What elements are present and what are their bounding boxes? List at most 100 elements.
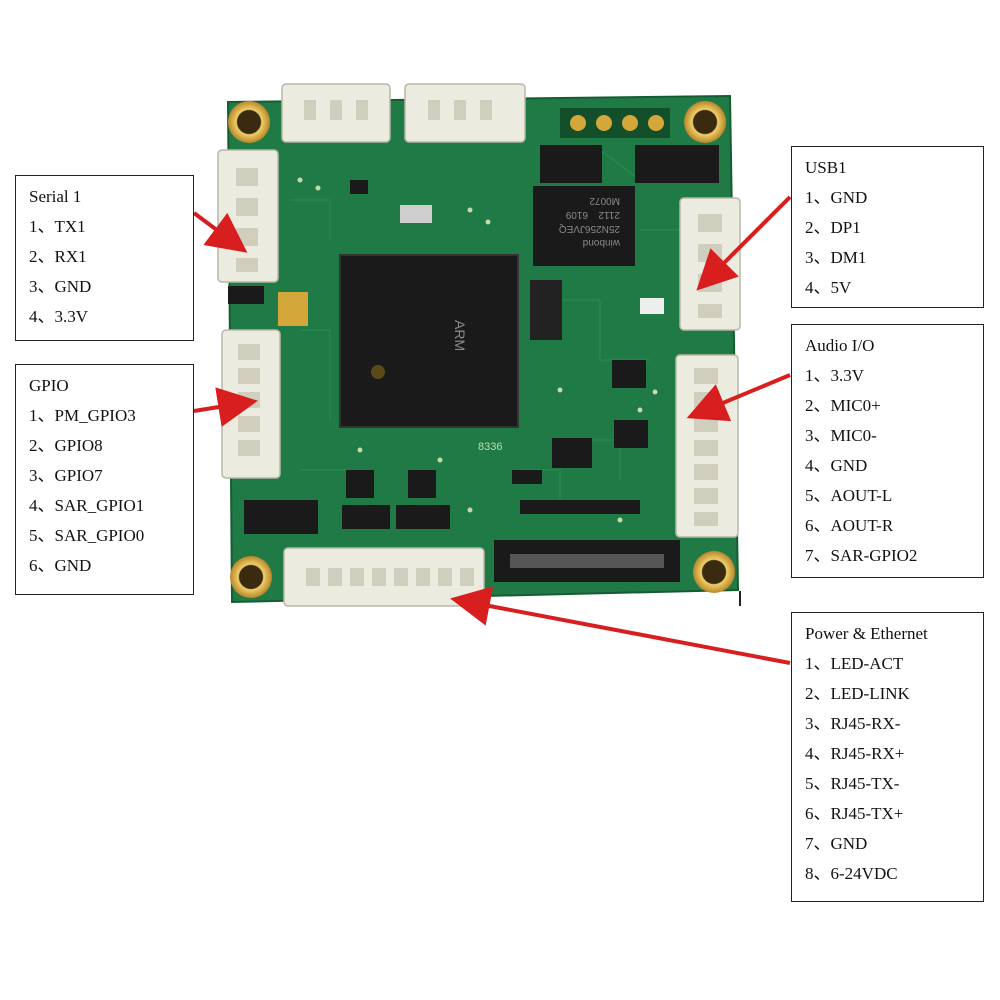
pin-item: 1、TX1 (29, 212, 183, 242)
pin-number: 7、 (805, 546, 831, 565)
pin-item: 3、RJ45-RX- (805, 709, 973, 739)
soc-chip: ARM (339, 254, 519, 428)
via-dots (297, 177, 658, 523)
pin-name: 6-24VDC (830, 864, 898, 883)
pin-name: GPIO7 (54, 466, 103, 485)
pin-number: 8、 (805, 864, 831, 883)
pin-name: GND (830, 456, 868, 475)
arrow-usb (696, 195, 792, 291)
pin-item: 1、PM_GPIO3 (29, 401, 183, 431)
serial-pin-list: 1、TX1 2、RX1 3、GND 4、3.3V (29, 212, 183, 332)
flash-part: 25N256JVEQ (559, 223, 620, 234)
power-ethernet-pinout-box: Power & Ethernet 1、LED-ACT 2、LED-LINK 3、… (791, 612, 984, 902)
pin-item: 6、AOUT-R (805, 511, 973, 541)
arrow-audio (686, 373, 791, 422)
pin-number: 3、 (805, 248, 831, 267)
pin-item: 5、RJ45-TX- (805, 769, 973, 799)
soc-marking: ARM (452, 320, 468, 351)
pin-name: GND (830, 188, 868, 207)
arrow-power (450, 586, 791, 665)
power-ethernet-connector (283, 547, 485, 607)
pin-name: RX1 (54, 247, 87, 266)
pin-item: 2、DP1 (805, 213, 973, 243)
pin-name: 3.3V (830, 366, 865, 385)
pin-name: MIC0- (830, 426, 877, 445)
pin-item: 3、GND (29, 272, 183, 302)
pin-name: PM_GPIO3 (54, 406, 136, 425)
pin-number: 4、 (805, 456, 831, 475)
pin-name: RJ45-TX- (830, 774, 900, 793)
gpio-pin-list: 1、PM_GPIO3 2、GPIO8 3、GPIO7 4、SAR_GPIO1 5… (29, 401, 183, 581)
pin-number: 2、 (805, 684, 831, 703)
pin-item: 3、MIC0- (805, 421, 973, 451)
serial-pinout-box: Serial 1 1、TX1 2、RX1 3、GND 4、3.3V (15, 175, 194, 341)
flash-chip: winbond 25N256JVEQ 2112 6109 M0072 (533, 186, 635, 266)
gpio-title: GPIO (29, 376, 69, 395)
pin-item: 4、3.3V (29, 302, 183, 332)
audio-pin-list: 1、3.3V 2、MIC0+ 3、MIC0- 4、GND 5、AOUT-L 6、… (805, 361, 973, 571)
pin-name: GND (54, 277, 92, 296)
pin-number: 2、 (29, 247, 55, 266)
pin-number: 3、 (805, 714, 831, 733)
pin-number: 6、 (29, 556, 55, 575)
pin-item: 4、5V (805, 273, 973, 303)
pin-item: 7、GND (805, 829, 973, 859)
pin-number: 3、 (29, 466, 55, 485)
pin-item: 5、AOUT-L (805, 481, 973, 511)
power-title: Power & Ethernet (805, 624, 928, 643)
pin-number: 7、 (805, 834, 831, 853)
usb-title: USB1 (805, 158, 847, 177)
pin-number: 6、 (805, 516, 831, 535)
pin-name: TX1 (54, 217, 86, 236)
top-connectors (281, 83, 526, 143)
pin-item: 1、3.3V (805, 361, 973, 391)
pin-name: MIC0+ (830, 396, 881, 415)
mounting-holes (228, 101, 735, 598)
pin-number: 6、 (805, 804, 831, 823)
pin-number: 1、 (805, 654, 831, 673)
pin-item: 4、SAR_GPIO1 (29, 491, 183, 521)
pin-item: 2、MIC0+ (805, 391, 973, 421)
pin-item: 6、GND (29, 551, 183, 581)
pin-item: 2、GPIO8 (29, 431, 183, 461)
pin-number: 4、 (805, 278, 831, 297)
arrow-serial (192, 211, 248, 253)
pin-number: 5、 (805, 774, 831, 793)
serial-title: Serial 1 (29, 187, 82, 206)
pin-item: 7、SAR-GPIO2 (805, 541, 973, 571)
pin-number: 2、 (805, 396, 831, 415)
pin-name: RJ45-RX- (830, 714, 901, 733)
pin-number: 1、 (805, 188, 831, 207)
board-marking: 8336 (478, 441, 502, 453)
pin-name: GND (54, 556, 92, 575)
audio-connector (675, 354, 739, 538)
fpc-connector (494, 540, 680, 582)
pin-number: 1、 (29, 406, 55, 425)
pin-item: 1、GND (805, 183, 973, 213)
flash-code: 2112 (598, 209, 620, 220)
serial-connector (217, 149, 279, 283)
pin-name: AOUT-R (830, 516, 894, 535)
pin-item: 4、RJ45-RX+ (805, 739, 973, 769)
audio-title: Audio I/O (805, 336, 875, 355)
power-pin-list: 1、LED-ACT 2、LED-LINK 3、RJ45-RX- 4、RJ45-R… (805, 649, 973, 889)
pin-item: 8、6-24VDC (805, 859, 973, 889)
pin-number: 5、 (805, 486, 831, 505)
pin-name: SAR-GPIO2 (830, 546, 918, 565)
flash-lot: M0072 (589, 195, 620, 206)
stray-mark (739, 591, 741, 606)
callout-arrows (192, 195, 792, 665)
pin-number: 1、 (29, 217, 55, 236)
pin-name: SAR_GPIO1 (54, 496, 145, 515)
flash-date: 6109 (565, 209, 588, 220)
arrow-gpio (193, 387, 258, 427)
pin-item: 5、SAR_GPIO0 (29, 521, 183, 551)
usb-connector (679, 197, 741, 331)
pin-name: 3.3V (54, 307, 89, 326)
pin-item: 3、GPIO7 (29, 461, 183, 491)
pin-number: 1、 (805, 366, 831, 385)
small-components (228, 145, 719, 534)
usb-pin-list: 1、GND 2、DP1 3、DM1 4、5V (805, 183, 973, 303)
pin-item: 3、DM1 (805, 243, 973, 273)
